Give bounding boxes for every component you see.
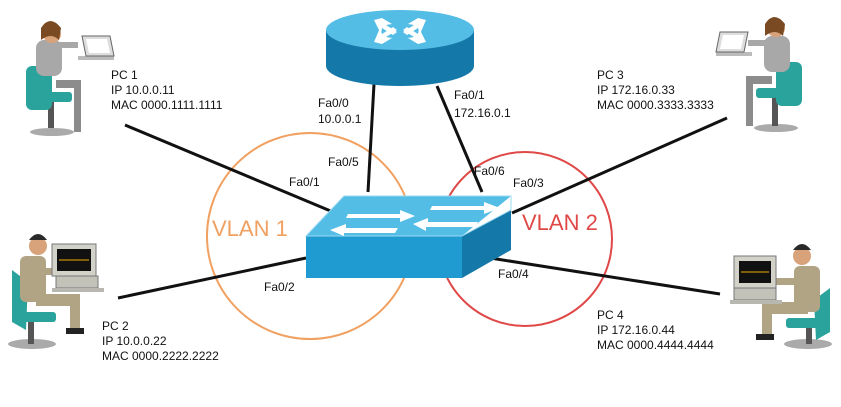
pc3-mac: MAC 0000.3333.3333 <box>597 98 714 112</box>
switch-icon[interactable] <box>304 195 512 278</box>
links <box>117 83 728 300</box>
pc4-desktop-user-icon[interactable] <box>730 244 832 349</box>
router-port-fa01-label: Fa0/1 <box>454 88 485 102</box>
pc2-ip: IP 10.0.0.22 <box>102 334 167 348</box>
vlan2-label: VLAN 2 <box>522 210 598 235</box>
switch-port-fa03: Fa0/3 <box>513 176 544 190</box>
router-icon[interactable] <box>326 10 474 86</box>
link-pc1-switch <box>124 123 334 214</box>
pc1-mac: MAC 0000.1111.1111 <box>111 98 223 112</box>
link-pc3-switch <box>511 116 728 215</box>
router-port-fa00-ip: 10.0.0.1 <box>318 112 362 126</box>
link-pc2-switch <box>117 256 307 300</box>
switch-port-fa04: Fa0/4 <box>498 267 529 281</box>
pc4-ip: IP 172.16.0.44 <box>597 323 675 337</box>
link-router-fa00 <box>366 83 376 193</box>
switch-port-fa02: Fa0/2 <box>264 280 295 294</box>
pc1-laptop-user-icon[interactable] <box>26 21 115 136</box>
vlan1-label: VLAN 1 <box>212 216 288 241</box>
pc1-ip: IP 10.0.0.11 <box>111 83 175 97</box>
switch-port-fa05: Fa0/5 <box>328 155 359 169</box>
pc4-mac: MAC 0000.4444.4444 <box>597 338 714 352</box>
router-port-fa00-label: Fa0/0 <box>318 96 349 110</box>
pc4-name: PC 4 <box>597 308 624 322</box>
pc2-mac: MAC 0000.2222.2222 <box>102 349 219 363</box>
link-pc4-switch <box>489 256 721 296</box>
switch-port-fa06: Fa0/6 <box>474 164 505 178</box>
pc1-name: PC 1 <box>111 68 138 82</box>
switch-port-fa01: Fa0/1 <box>289 175 320 189</box>
pc2-name: PC 2 <box>102 319 129 333</box>
pc3-ip: IP 172.16.0.33 <box>597 83 675 97</box>
pc3-name: PC 3 <box>597 68 624 82</box>
pc3-laptop-user-icon[interactable] <box>715 17 802 132</box>
pc2-desktop-user-icon[interactable] <box>8 234 104 349</box>
router-port-fa01-ip: 172.16.0.1 <box>454 106 511 120</box>
link-router-fa01 <box>435 85 484 193</box>
